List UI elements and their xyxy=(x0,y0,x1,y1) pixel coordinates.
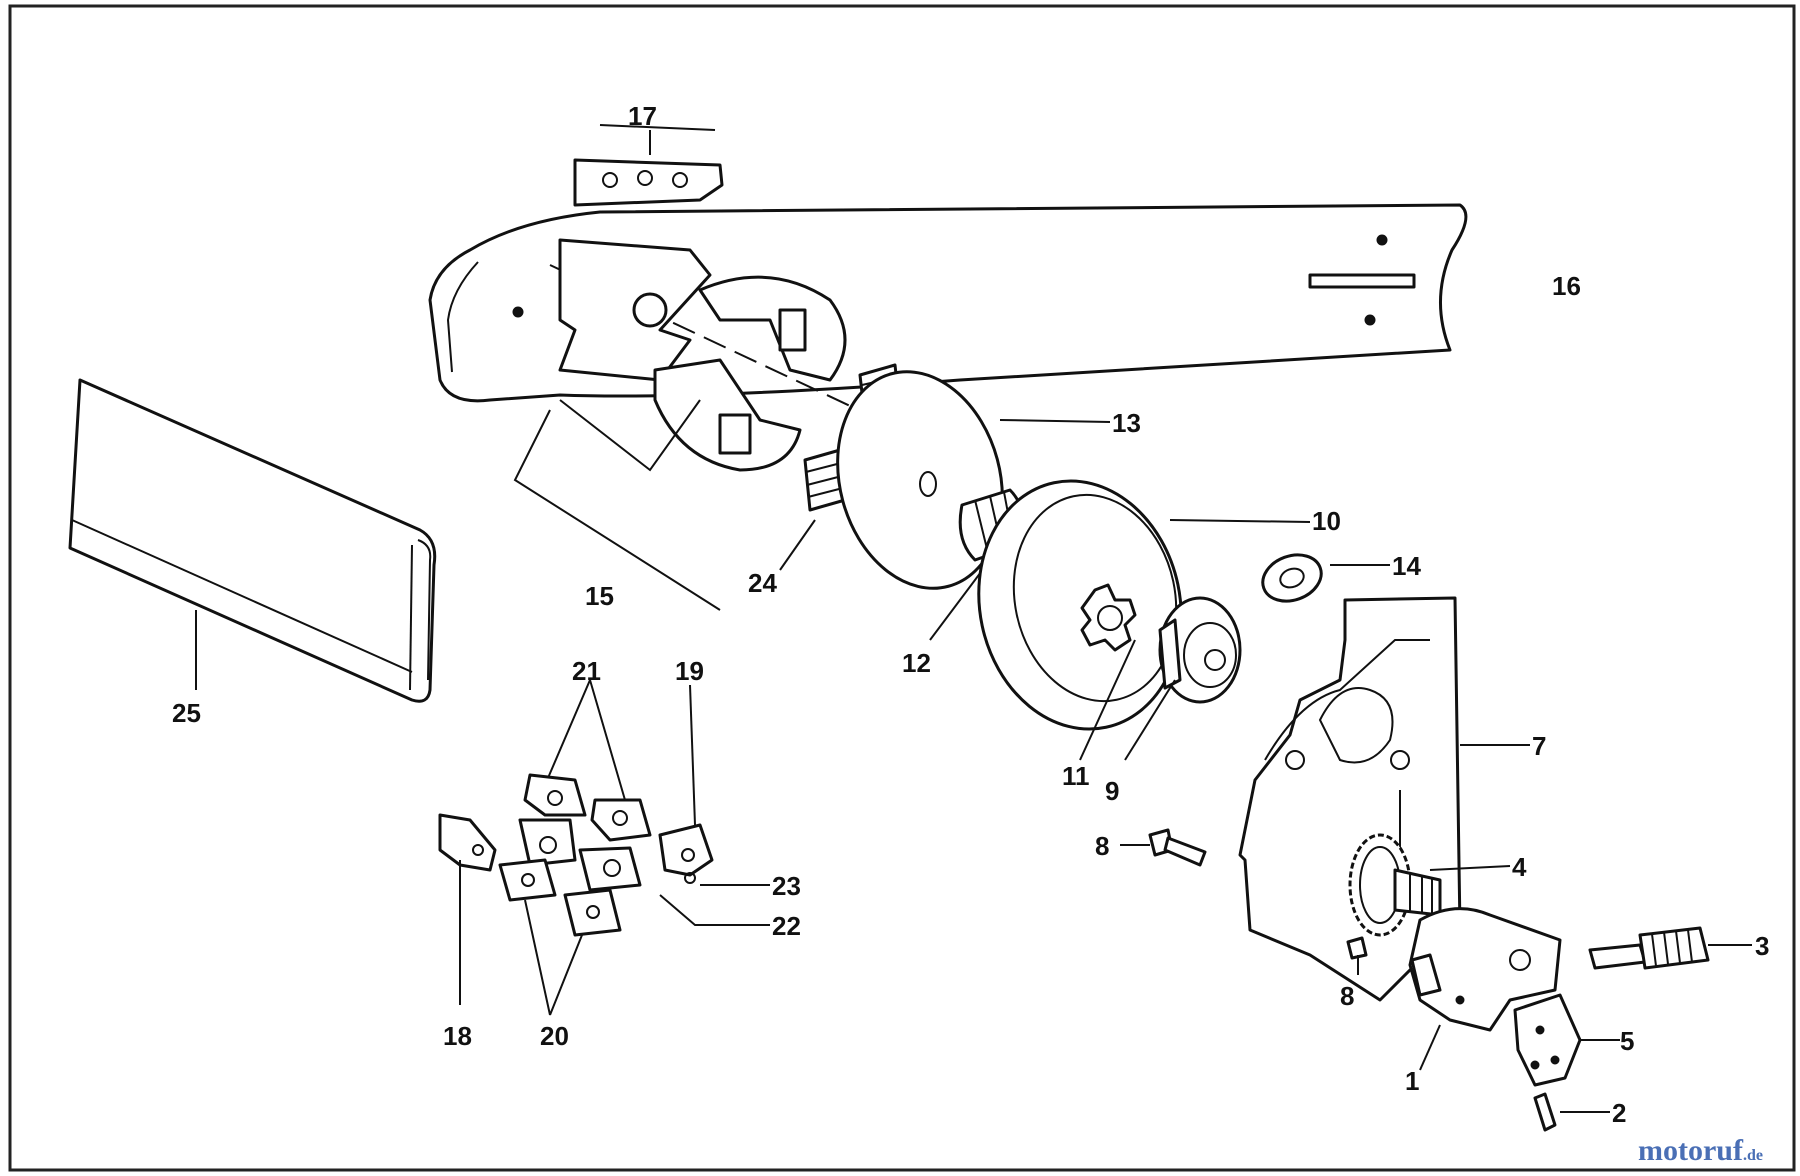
clutch-hub-part-9 xyxy=(1124,596,1242,761)
label-23: 23 xyxy=(772,871,801,901)
label-17: 17 xyxy=(628,101,657,131)
label-21: 21 xyxy=(572,656,601,686)
clutch-drum-part-10 xyxy=(977,479,1311,731)
saw-chain-part-17 xyxy=(573,124,724,207)
label-24: 24 xyxy=(748,568,777,598)
label-22: 22 xyxy=(772,911,801,941)
label-7: 7 xyxy=(1532,731,1546,761)
bar-cover-part-25 xyxy=(68,378,437,703)
label-2: 2 xyxy=(1612,1098,1626,1128)
clutch-shoes-part-15 xyxy=(513,238,847,611)
watermark-brand: motoruf xyxy=(1638,1134,1744,1167)
label-14: 14 xyxy=(1392,551,1421,581)
bolt-part-8 xyxy=(1120,828,1368,975)
label-13: 13 xyxy=(1112,408,1141,438)
label-8-lower: 8 xyxy=(1340,981,1354,1011)
chain-links-detail xyxy=(438,679,770,1016)
label-4: 4 xyxy=(1512,852,1527,882)
label-25: 25 xyxy=(172,698,201,728)
label-15: 15 xyxy=(585,581,614,611)
label-1: 1 xyxy=(1405,1066,1419,1096)
label-10: 10 xyxy=(1312,506,1341,536)
label-12: 12 xyxy=(902,648,931,678)
washer-part-14 xyxy=(1261,553,1390,603)
callout-labels: 1 2 3 4 5 8 7 8 9 10 11 12 13 14 15 16 1… xyxy=(172,101,1769,1128)
label-9: 9 xyxy=(1105,776,1119,806)
svg-text:motoruf.de: motoruf.de xyxy=(1638,1134,1763,1167)
sprocket-part-11 xyxy=(1079,583,1137,761)
label-19: 19 xyxy=(675,656,704,686)
worm-gear-part-4 xyxy=(1348,833,1511,937)
watermark-tld: .de xyxy=(1743,1147,1763,1164)
label-20: 20 xyxy=(540,1021,569,1051)
label-8: 8 xyxy=(1095,831,1109,861)
label-3: 3 xyxy=(1755,931,1769,961)
watermark-logo: motoruf.de xyxy=(1638,1134,1763,1167)
label-16: 16 xyxy=(1552,271,1581,301)
adjuster-screw-part-3 xyxy=(1588,926,1752,970)
page-border xyxy=(8,4,1796,1172)
oil-pump-part-1 xyxy=(1408,907,1562,1071)
label-5: 5 xyxy=(1620,1026,1634,1056)
label-11: 11 xyxy=(1062,761,1090,791)
pin-part-2 xyxy=(1533,1092,1610,1132)
cover-plate-part-5 xyxy=(1513,993,1620,1087)
label-18: 18 xyxy=(443,1021,472,1051)
